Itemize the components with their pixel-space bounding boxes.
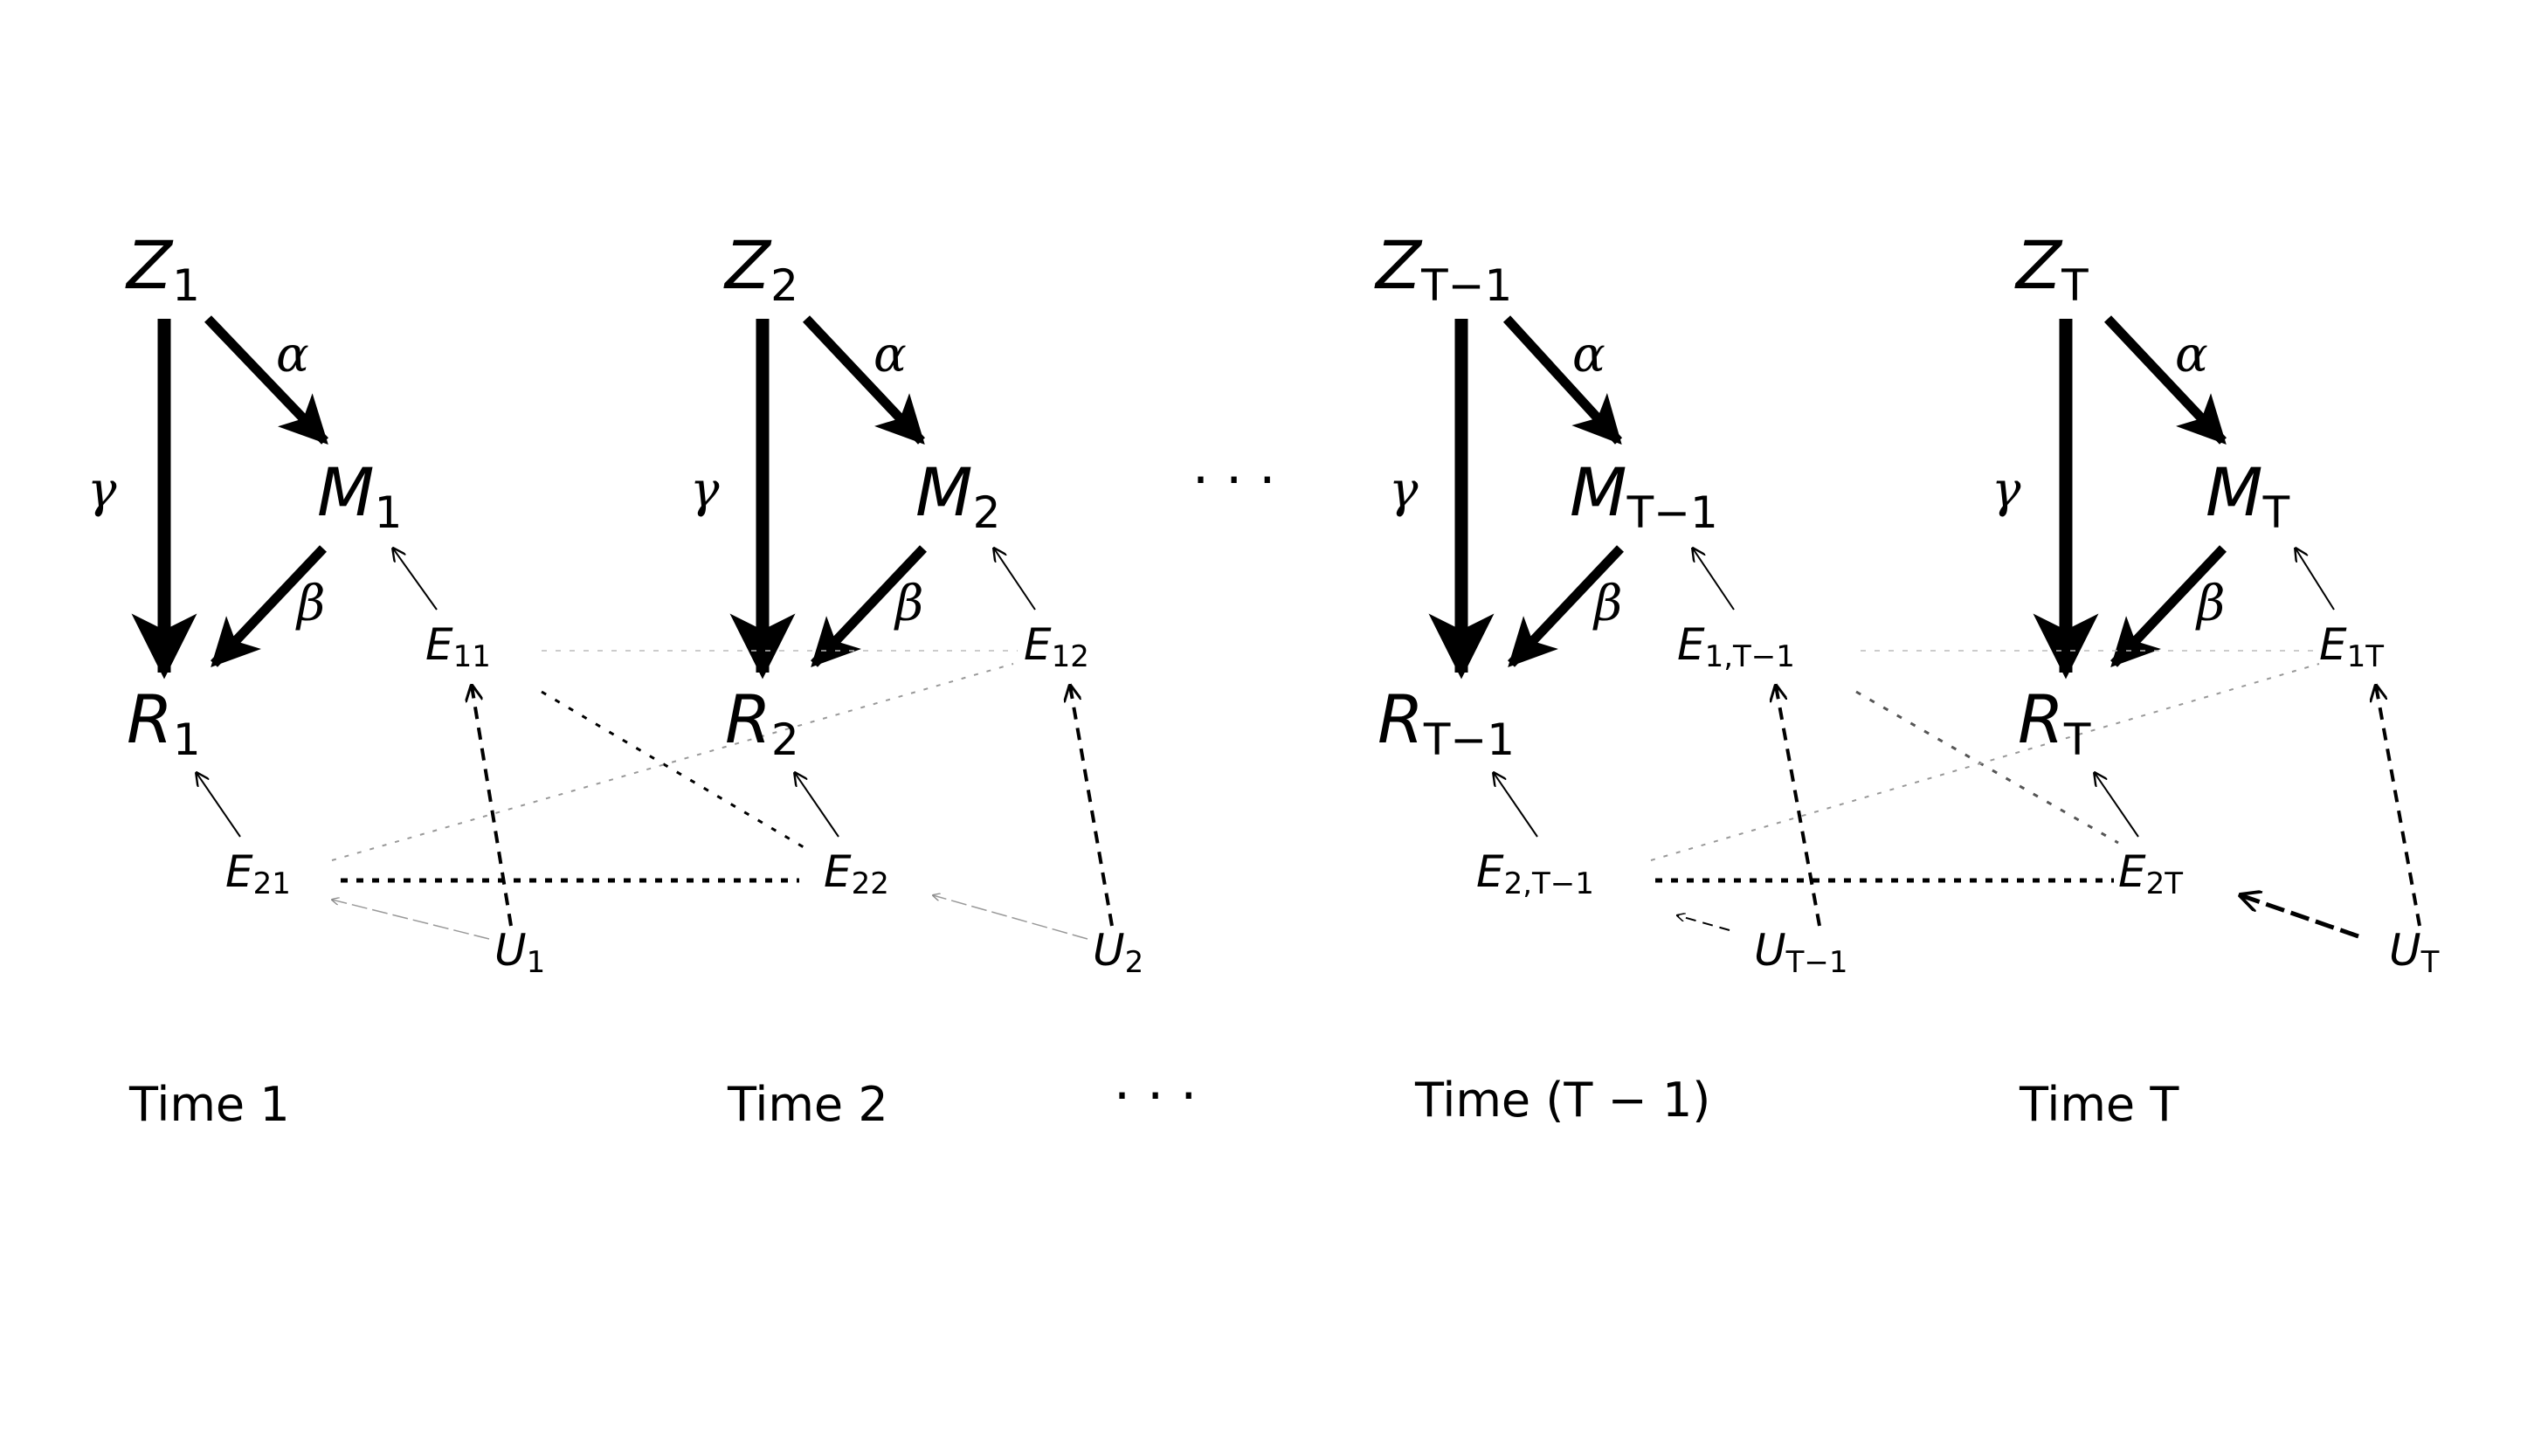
edge-u1-e21 (332, 900, 490, 940)
node-e11: E11 (425, 619, 491, 674)
node-zt: ZT (2014, 226, 2089, 311)
gamma-label-3: γ (1389, 462, 1419, 519)
ellipsis-middle: · · · (1192, 450, 1275, 511)
edge-e1t1-mt1 (1693, 549, 1735, 611)
node-rt: RT (2018, 680, 2091, 765)
node-u2: U2 (1093, 925, 1143, 980)
node-e12: E12 (1024, 619, 1089, 674)
edge-z1-m1-alpha (204, 315, 328, 445)
edge-e12-m2 (994, 549, 1036, 611)
corr-e21-e12 (331, 663, 1014, 861)
node-e1t1: E1,T−1 (1677, 619, 1795, 674)
alpha-label-3: α (1572, 327, 1605, 383)
node-ut1: UT−1 (1754, 925, 1848, 980)
edge-e11-m1 (393, 549, 438, 611)
corr-e1t1-e2t (1855, 690, 2119, 845)
edge-ut1-e2t1 (1677, 915, 1730, 931)
alpha-label-1: α (276, 327, 309, 383)
edge-e1t-mt (2296, 549, 2335, 611)
node-m2: M2 (915, 453, 1000, 538)
node-ut: UT (2389, 925, 2440, 980)
node-r2: R2 (725, 680, 799, 765)
nodes: Z1 M1 R1 E11 E21 U1 Z2 M2 R2 E12 E22 U2 … (125, 226, 2440, 980)
edge-u2-e22 (933, 895, 1088, 940)
time-label-1: Time 1 (128, 1077, 290, 1132)
ellipsis-time: · · · (1114, 1066, 1197, 1127)
node-e2t: E2T (2118, 846, 2183, 901)
beta-label-4: β (2195, 576, 2225, 632)
edge-e2t1-rt1 (1494, 773, 1538, 838)
edge-e22-r2 (795, 773, 839, 838)
node-rt1: RT−1 (1378, 680, 1515, 765)
edge-u1-e11 (472, 686, 513, 927)
alpha-label-2: α (874, 327, 907, 383)
node-z2: Z2 (723, 226, 798, 311)
node-u1: U1 (494, 925, 545, 980)
time-label-3: Time (T − 1) (1414, 1073, 1710, 1128)
edge-ut1-e1t1 (1776, 686, 1821, 927)
edge-e2t-rt (2095, 773, 2139, 838)
edge-z2-m2-alpha (802, 315, 926, 445)
node-mt1: MT−1 (1570, 453, 1718, 538)
gamma-label-1: γ (87, 462, 117, 519)
edge-zt-mt-alpha (2103, 315, 2227, 445)
beta-label-2: β (894, 576, 923, 632)
edges (131, 315, 2421, 940)
time-label-4: Time T (2019, 1077, 2179, 1132)
edge-m1-r1-beta (211, 545, 327, 667)
node-m1: M1 (317, 453, 402, 538)
edge-u2-e12 (1070, 686, 1114, 927)
edge-zt1-mt1-alpha (1502, 315, 1623, 445)
edge-labels: α β γ α β γ α β γ α β γ (87, 327, 2225, 632)
edge-e21-r1 (197, 773, 241, 838)
time-label-2: Time 2 (727, 1077, 888, 1132)
gamma-label-4: γ (1992, 462, 2021, 519)
beta-label-3: β (1592, 576, 1622, 632)
node-z1: Z1 (125, 226, 200, 311)
beta-label-1: β (295, 576, 325, 632)
corr-e11-e22 (541, 690, 804, 849)
time-labels: Time 1 Time 2 Time (T − 1) Time T (128, 1073, 2179, 1132)
node-mt: MT (2206, 453, 2290, 538)
edge-ut-e1t (2376, 686, 2421, 927)
node-r1: R1 (127, 680, 201, 765)
edge-ut-e2t (2241, 895, 2359, 939)
gamma-label-2: γ (690, 462, 720, 519)
node-e2t1: E2,T−1 (1476, 846, 1594, 901)
alpha-label-4: α (2175, 327, 2208, 383)
edge-mt-rt-beta (2110, 545, 2227, 667)
node-zt1: ZT−1 (1374, 226, 1512, 311)
node-e21: E21 (225, 846, 291, 901)
node-e22: E22 (824, 846, 889, 901)
edge-m2-r2-beta (811, 545, 927, 667)
corr-e2t1-e1t (1650, 663, 2320, 861)
node-e1t: E1T (2319, 619, 2384, 674)
edge-mt1-rt1-beta (1508, 545, 1624, 667)
